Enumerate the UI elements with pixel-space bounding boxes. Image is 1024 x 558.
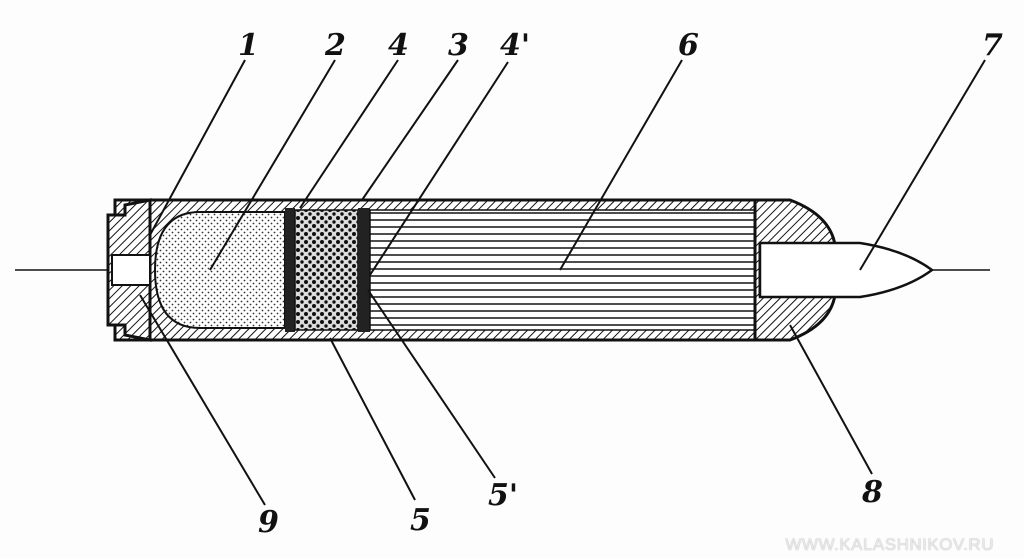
leader-line-2 [209, 59, 336, 271]
leader-line-5 [329, 337, 416, 501]
leader-line-3 [361, 59, 459, 201]
leader-line-4 [299, 59, 399, 209]
label-1: 1 [238, 28, 259, 63]
leader-line-5-prime [367, 289, 496, 479]
charge-1 [153, 211, 286, 329]
watermark: WWW.KALASHNIKOV.RU [785, 535, 994, 554]
label-2: 2 [324, 28, 346, 63]
leader-lines [139, 59, 986, 506]
label-7: 7 [982, 28, 1003, 63]
primer-recess [111, 254, 151, 286]
leader-line-9 [139, 294, 266, 506]
label-5: 5 [410, 503, 431, 538]
leader-line-7 [859, 59, 986, 271]
charge-3 [294, 209, 359, 331]
label-9: 9 [258, 505, 279, 540]
leader-line-1 [149, 59, 246, 236]
leader-line-6 [559, 59, 683, 271]
label-4-prime: 4' [500, 28, 530, 63]
bullet-7 [758, 241, 935, 299]
leader-line-8 [789, 324, 873, 475]
leader-line-4-prime [369, 61, 509, 276]
wad-4-prime [358, 208, 370, 332]
label-4: 4 [388, 28, 409, 63]
label-8: 8 [861, 475, 883, 510]
label-3: 3 [448, 28, 469, 63]
label-6: 6 [678, 28, 699, 63]
label-5-prime: 5' [488, 478, 518, 513]
wad-4 [285, 208, 295, 332]
charge-6 [369, 209, 756, 331]
